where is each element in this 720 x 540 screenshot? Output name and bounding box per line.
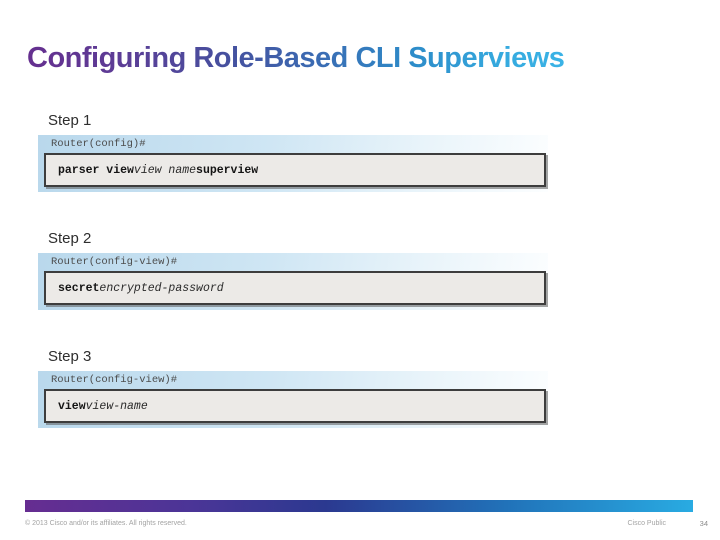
cli-command-box: view view-name <box>44 389 546 423</box>
cli-command-box: parser view view name superview <box>44 153 546 187</box>
page-number: 34 <box>699 519 708 528</box>
command-segment: view-name <box>85 399 148 413</box>
step-section: Step 3 Router(config-view)# view view-na… <box>38 347 548 428</box>
footer-gradient-bar <box>25 500 693 512</box>
cli-prompt: Router(config-view)# <box>51 374 178 386</box>
cli-panel: Router(config-view)# secret encrypted-pa… <box>38 253 548 310</box>
cli-prompt: Router(config-view)# <box>51 256 178 268</box>
command-segment: view <box>58 399 86 413</box>
cli-panel: Router(config-view)# view view-name <box>38 371 548 428</box>
cli-panel: Router(config)# parser view view name su… <box>38 135 548 192</box>
step-section: Step 2 Router(config-view)# secret encry… <box>38 229 548 310</box>
command-segment: encrypted-password <box>99 281 224 295</box>
copyright-text: © 2013 Cisco and/or its affiliates. All … <box>25 520 187 527</box>
command-segment: view name <box>133 163 197 177</box>
command-segment: secret <box>58 281 100 295</box>
step-label: Step 1 <box>48 112 92 129</box>
step-section: Step 1 Router(config)# parser view view … <box>38 111 548 192</box>
cli-prompt: Router(config)# <box>51 138 146 150</box>
page-title: Configuring Role-Based CLI Superviews <box>27 42 565 74</box>
command-segment: superview <box>196 163 259 177</box>
step-label: Step 3 <box>48 348 92 365</box>
cli-command-box: secret encrypted-password <box>44 271 546 305</box>
command-segment: parser view <box>58 163 134 177</box>
classification-text: Cisco Public <box>627 520 666 527</box>
step-label: Step 2 <box>48 230 92 247</box>
